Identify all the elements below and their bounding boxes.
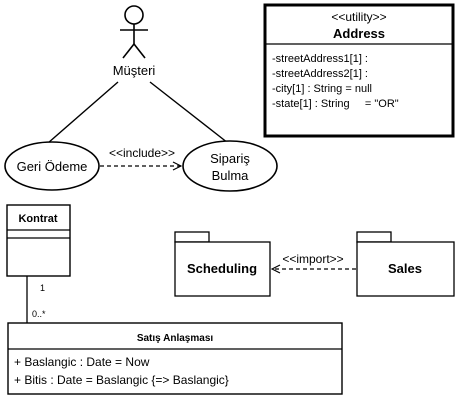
package-scheduling-tab bbox=[174, 231, 210, 243]
package-scheduling-body bbox=[174, 241, 271, 297]
association-order bbox=[149, 81, 229, 144]
class-address-attr-2: -streetAddress2[1] : bbox=[272, 68, 368, 80]
usecase-order: Sipariş Bulma bbox=[182, 140, 278, 192]
package-sales-label: Sales bbox=[388, 261, 422, 276]
actor-right-leg bbox=[133, 43, 146, 59]
package-sales: Sales bbox=[356, 231, 455, 297]
package-sales-tab bbox=[356, 231, 392, 243]
class-satis-anlasmasi: Satış Anlaşması + Baslangic : Date = Now… bbox=[7, 322, 343, 395]
usecase-order-ellipse bbox=[182, 140, 278, 192]
class-satis-attr-2: + Bitis : Date = Baslangic {=> Baslangic… bbox=[14, 373, 229, 387]
package-scheduling-label: Scheduling bbox=[187, 261, 257, 276]
usecase-refund: Geri Ödeme bbox=[4, 141, 100, 191]
import-label: <<import>> bbox=[282, 252, 343, 266]
usecase-refund-ellipse bbox=[4, 141, 100, 191]
class-address-attr-3: -city[1] : String = null bbox=[272, 83, 372, 95]
package-sales-body bbox=[356, 241, 455, 297]
class-address-box bbox=[263, 3, 455, 138]
actor-label: Müşteri bbox=[113, 63, 156, 78]
class-satis-name: Satış Anlaşması bbox=[137, 333, 214, 344]
usecase-refund-label: Geri Ödeme bbox=[17, 159, 88, 174]
actor-head bbox=[124, 5, 144, 25]
association-refund bbox=[47, 81, 119, 144]
class-address-attr-1: -streetAddress1[1] : bbox=[272, 53, 368, 65]
actor-left-leg bbox=[122, 43, 135, 59]
class-satis-box bbox=[7, 322, 343, 395]
usecase-order-label-2: Bulma bbox=[212, 168, 250, 183]
usecase-order-label-1: Sipariş bbox=[210, 151, 250, 166]
actor-musteri: Müşteri bbox=[113, 5, 156, 78]
multiplicity-top: 1 bbox=[40, 283, 45, 293]
class-address-name: Address bbox=[333, 26, 385, 41]
package-scheduling: Scheduling bbox=[174, 231, 271, 297]
class-kontrat-name: Kontrat bbox=[18, 213, 57, 225]
multiplicity-bottom: 0..* bbox=[32, 309, 46, 319]
class-address-attr-4: -state[1] : String = "OR" bbox=[272, 98, 399, 110]
class-kontrat-box bbox=[6, 204, 71, 277]
class-kontrat: Kontrat bbox=[6, 204, 71, 277]
class-satis-attr-1: + Baslangic : Date = Now bbox=[14, 355, 150, 369]
class-address: <<utility>> Address -streetAddress1[1] :… bbox=[263, 3, 455, 138]
class-address-stereotype: <<utility>> bbox=[331, 10, 386, 24]
include-label: <<include>> bbox=[109, 146, 175, 160]
